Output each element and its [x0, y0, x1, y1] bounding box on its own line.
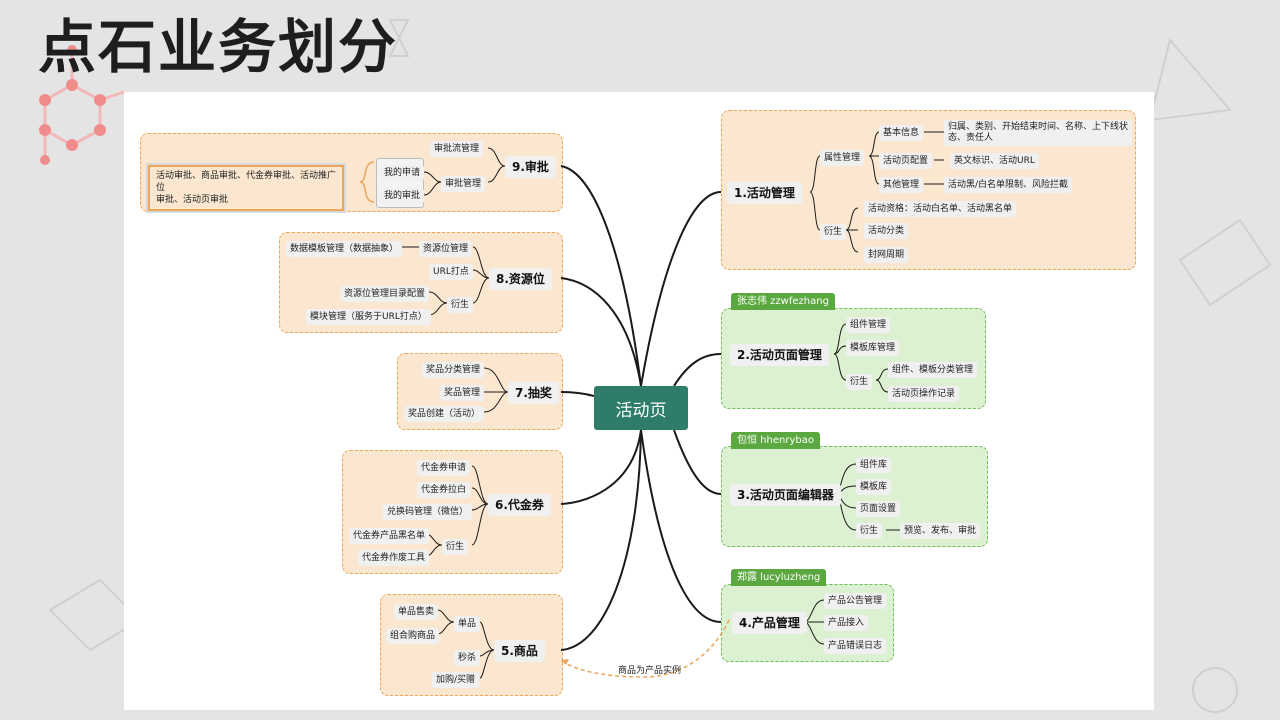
node-other-mgmt[interactable]: 其他管理	[879, 177, 924, 193]
node-goods[interactable]: 5.商品	[494, 640, 545, 662]
owner-tag: 包恒 hhenrybao	[731, 432, 820, 449]
node-component-mgmt[interactable]: 组件管理	[846, 317, 891, 333]
node-page-config-desc: 英文标识、活动URL	[950, 153, 1039, 169]
node-category-mgmt[interactable]: 组件、模板分类管理	[888, 362, 978, 378]
node-page-config[interactable]: 活动页配置	[879, 153, 933, 169]
node-voucher[interactable]: 6.代金券	[488, 494, 551, 516]
node-page-settings[interactable]: 页面设置	[856, 501, 901, 517]
node-data-template-mgmt[interactable]: 数据模板管理（数据抽象）	[286, 241, 403, 257]
node-activity-category[interactable]: 活动分类	[864, 223, 909, 239]
node-approval-mgmt[interactable]: 审批管理	[441, 176, 486, 192]
link-note: 商品为产品实例	[618, 666, 682, 676]
node-dir-config[interactable]: 资源位管理目录配置	[340, 286, 430, 302]
node-derive[interactable]: 衍生	[447, 297, 474, 313]
node-approval[interactable]: 9.审批	[505, 156, 556, 178]
approval-types-note: 活动审批、商品审批、代金券审批、活动推广位审批、活动页审批	[148, 165, 344, 211]
node-other-mgmt-desc: 活动黑/白名单限制、风险拦截	[944, 177, 1073, 193]
node-preview-publish[interactable]: 预览、发布、审批	[900, 523, 981, 539]
node-redeem-code-mgmt[interactable]: 兑换码管理（微信）	[383, 504, 473, 520]
node-derive[interactable]: 衍生	[820, 224, 847, 240]
node-basic-info-desc: 归属、类别、开始结束时间、名称、上下线状态、责任人	[944, 120, 1133, 146]
node-product-notice[interactable]: 产品公告管理	[824, 593, 887, 609]
node-derive[interactable]: 衍生	[442, 539, 469, 555]
node-resource-slot-mgmt[interactable]: 资源位管理	[419, 241, 473, 257]
node-component-lib[interactable]: 组件库	[856, 457, 892, 473]
node-approval-flow[interactable]: 审批流管理	[430, 141, 484, 157]
node-freeze-period[interactable]: 封网周期	[864, 247, 909, 263]
node-activity-qualification[interactable]: 活动资格：活动白名单、活动黑名单	[864, 201, 1017, 217]
node-prize-mgmt[interactable]: 奖品管理	[440, 385, 485, 401]
node-voucher-whitelist[interactable]: 代金券拉白	[417, 482, 471, 498]
connector-lines	[401, 131, 944, 679]
node-bundle-goods[interactable]: 组合购商品	[386, 628, 440, 644]
node-product-access[interactable]: 产品接入	[824, 615, 869, 631]
page-title: 点石业务划分	[38, 13, 399, 81]
node-product-error-log[interactable]: 产品错误日志	[824, 638, 887, 654]
node-activity-mgmt[interactable]: 1.活动管理	[727, 182, 802, 204]
node-lottery[interactable]: 7.抽奖	[508, 382, 559, 404]
node-voucher-apply[interactable]: 代金券申请	[417, 460, 471, 476]
node-derive[interactable]: 衍生	[856, 523, 883, 539]
owner-tag: 张志伟 zzwfezhang	[731, 293, 835, 310]
node-flash-sale[interactable]: 秒杀	[454, 650, 481, 666]
node-page-mgmt[interactable]: 2.活动页面管理	[730, 344, 829, 366]
node-module-mgmt[interactable]: 模块管理（服务于URL打点）	[306, 309, 431, 325]
node-derive[interactable]: 衍生	[846, 374, 873, 390]
node-page-editor[interactable]: 3.活动页面编辑器	[730, 484, 841, 506]
node-my-approvals[interactable]: 我的审批	[380, 188, 425, 204]
node-resource-slot[interactable]: 8.资源位	[489, 268, 552, 290]
node-prize-category[interactable]: 奖品分类管理	[422, 362, 485, 378]
mindmap-canvas: 张志伟 zzwfezhang 包恒 hhenrybao 郑露 lucyluzhe…	[124, 92, 1154, 710]
center-node[interactable]: 活动页	[594, 386, 688, 430]
node-single-sale[interactable]: 单品售卖	[394, 604, 439, 620]
node-attr-mgmt[interactable]: 属性管理	[820, 150, 865, 166]
node-voucher-blacklist[interactable]: 代金券产品黑名单	[349, 528, 430, 544]
node-url-tracking[interactable]: URL打点	[429, 264, 473, 280]
node-addon-gift[interactable]: 加购/买赠	[432, 672, 480, 688]
node-basic-info[interactable]: 基本信息	[879, 125, 924, 141]
node-template-lib[interactable]: 模板库	[856, 479, 892, 495]
node-template-lib-mgmt[interactable]: 模板库管理	[846, 340, 900, 356]
node-my-requests[interactable]: 我的申请	[380, 165, 425, 181]
node-prize-create[interactable]: 奖品创建（活动）	[404, 406, 485, 422]
owner-tag: 郑露 lucyluzheng	[731, 569, 827, 586]
node-operation-log[interactable]: 活动页操作记录	[888, 386, 960, 402]
node-single-item[interactable]: 单品	[454, 616, 481, 632]
node-product-mgmt[interactable]: 4.产品管理	[732, 612, 807, 634]
node-voucher-void-tool[interactable]: 代金券作废工具	[358, 550, 430, 566]
